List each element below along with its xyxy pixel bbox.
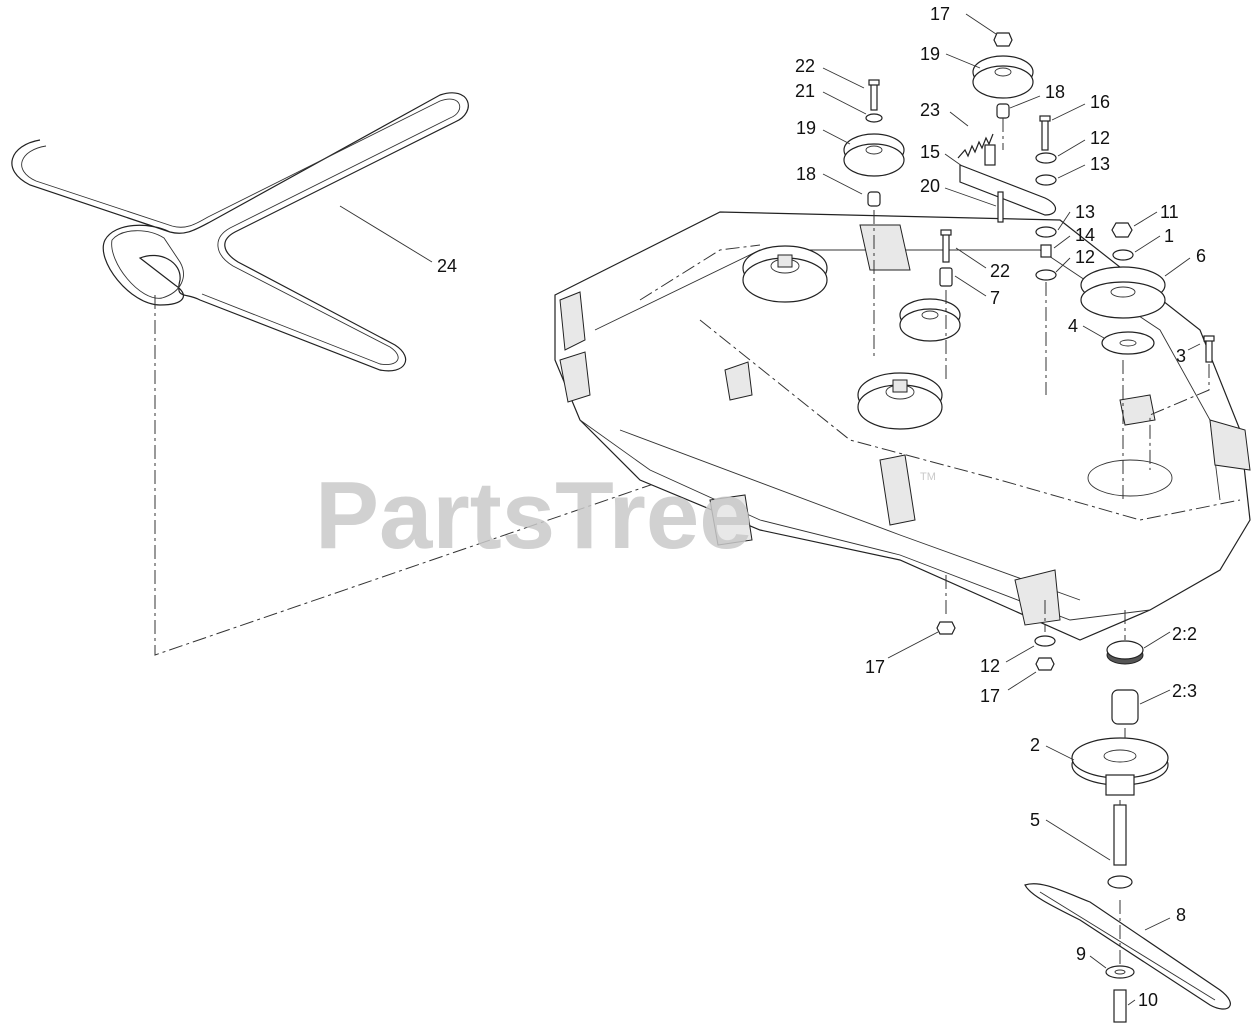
nut-11[interactable]	[1111, 222, 1133, 238]
spindle-shaft-5[interactable]	[1107, 804, 1133, 889]
bolt-22-mid[interactable]	[940, 229, 952, 263]
bushing-14[interactable]	[1040, 244, 1052, 258]
callout-6[interactable]: 6	[1196, 246, 1206, 266]
washer-13-lower[interactable]	[1035, 226, 1057, 238]
callout-5[interactable]: 5	[1030, 810, 1040, 830]
callout-17[interactable]: 17	[865, 657, 885, 677]
spacer-2-3[interactable]	[1111, 689, 1139, 725]
callout-7[interactable]: 7	[990, 288, 1000, 308]
bolt-10[interactable]	[1113, 989, 1127, 1023]
nut-17-top[interactable]	[993, 32, 1013, 47]
callout-21[interactable]: 21	[795, 81, 815, 101]
washer-1[interactable]	[1112, 249, 1134, 261]
callout-17[interactable]: 17	[980, 686, 1000, 706]
callout-22[interactable]: 22	[990, 261, 1010, 281]
nut-17-lower-left[interactable]	[936, 621, 956, 635]
callout-12[interactable]: 12	[1075, 247, 1095, 267]
callout-16[interactable]: 16	[1090, 92, 1110, 112]
callout-3[interactable]: 3	[1176, 346, 1186, 366]
callout-13[interactable]: 13	[1075, 202, 1095, 222]
bolt-20[interactable]	[997, 191, 1004, 223]
callout-17[interactable]: 17	[930, 4, 950, 24]
washer-13-upper[interactable]	[1035, 174, 1057, 186]
blade-8[interactable]	[1024, 883, 1231, 1010]
callout-4[interactable]: 4	[1068, 316, 1078, 336]
bolt-22-top[interactable]	[868, 79, 880, 111]
watermark-trademark: TM	[920, 471, 936, 483]
spacer-18-left[interactable]	[867, 191, 881, 207]
callout-2-3[interactable]: 2:3	[1172, 681, 1197, 701]
callout-12[interactable]: 12	[980, 656, 1000, 676]
belt-routing-line	[154, 295, 841, 656]
callout-22[interactable]: 22	[795, 56, 815, 76]
callout-1[interactable]: 1	[1164, 226, 1174, 246]
idler-arm-15[interactable]	[959, 144, 1057, 216]
leader-lines	[339, 13, 1201, 1006]
callout-9[interactable]: 9	[1076, 944, 1086, 964]
callout-23[interactable]: 23	[920, 100, 940, 120]
drive-belt[interactable]	[11, 92, 469, 372]
callout-13[interactable]: 13	[1090, 154, 1110, 174]
callout-24[interactable]: 24	[437, 256, 457, 276]
spacer-7[interactable]	[939, 267, 953, 287]
assembly-centerlines	[873, 118, 1210, 965]
callout-11[interactable]: 11	[1160, 202, 1179, 222]
callout-20[interactable]: 20	[920, 176, 940, 196]
callout-19[interactable]: 19	[920, 44, 940, 64]
washer-12-lower[interactable]	[1035, 269, 1057, 281]
bolt-16[interactable]	[1039, 115, 1051, 151]
washer-21[interactable]	[865, 113, 883, 123]
callout-2-2[interactable]: 2:2	[1172, 624, 1197, 644]
washer-12-bottom[interactable]	[1034, 635, 1056, 647]
pulley-6[interactable]	[1080, 266, 1166, 319]
callout-14[interactable]: 14	[1075, 225, 1095, 245]
callout-18[interactable]: 18	[1045, 82, 1065, 102]
callout-18[interactable]: 18	[796, 164, 816, 184]
idler-pulley-7[interactable]	[899, 298, 961, 342]
bearing-2-2[interactable]	[1106, 640, 1144, 665]
spring-23[interactable]	[957, 133, 994, 159]
spacer-4[interactable]	[1101, 331, 1155, 355]
spacer-18-top[interactable]	[996, 103, 1010, 119]
callout-10[interactable]: 10	[1138, 990, 1158, 1010]
washer-9[interactable]	[1105, 965, 1135, 979]
callout-8[interactable]: 8	[1176, 905, 1186, 925]
deck-pulley-left[interactable]	[742, 245, 828, 303]
nut-17-lower-right[interactable]	[1035, 657, 1055, 671]
watermark: PartsTree	[315, 462, 753, 569]
callout-19[interactable]: 19	[796, 118, 816, 138]
callout-15[interactable]: 15	[920, 142, 940, 162]
washer-12-upper[interactable]	[1035, 152, 1057, 164]
callout-12[interactable]: 12	[1090, 128, 1110, 148]
bolt-3[interactable]	[1203, 335, 1215, 363]
callout-2[interactable]: 2	[1030, 735, 1040, 755]
callout-labels: 17 19 18 22 21 19 23 16 12 15 13 18 20 1…	[437, 4, 1206, 1010]
idler-pulley-19-left[interactable]	[843, 133, 905, 177]
deck-pulley-center[interactable]	[857, 372, 943, 430]
idler-pulley-19-top[interactable]	[972, 55, 1034, 99]
spindle-housing-2[interactable]	[1071, 737, 1169, 796]
